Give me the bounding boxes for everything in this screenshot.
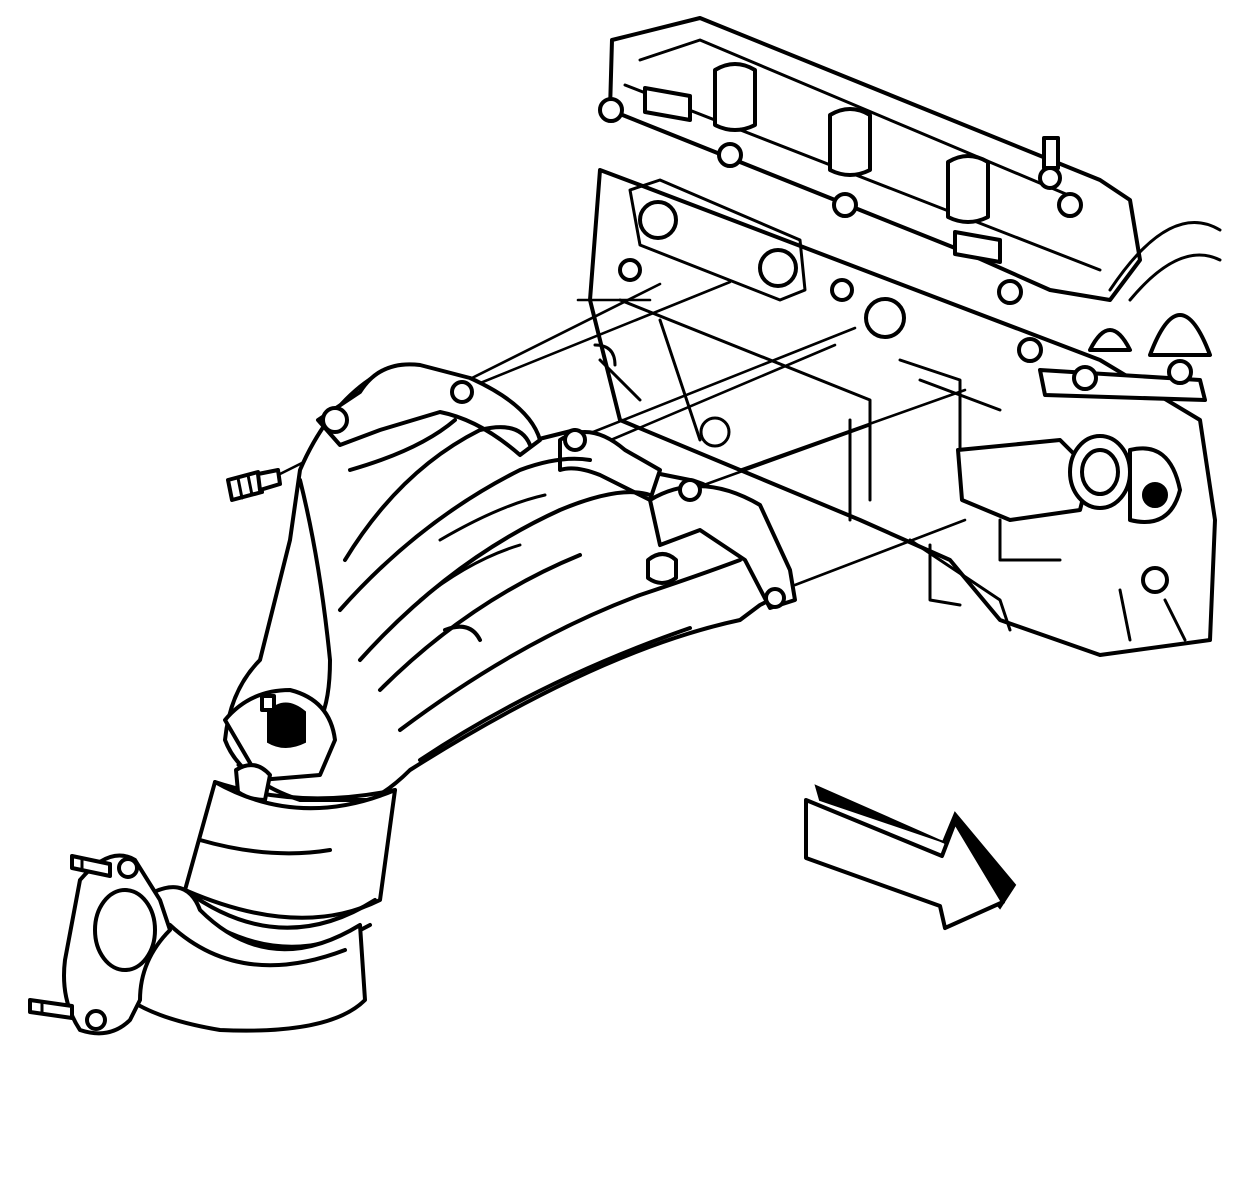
direction-arrow-icon (804, 784, 1017, 930)
manifold-bolt (226, 468, 282, 502)
exhaust-manifold (223, 362, 797, 802)
catalytic-converter (183, 763, 397, 949)
outlet-flange (28, 853, 367, 1036)
